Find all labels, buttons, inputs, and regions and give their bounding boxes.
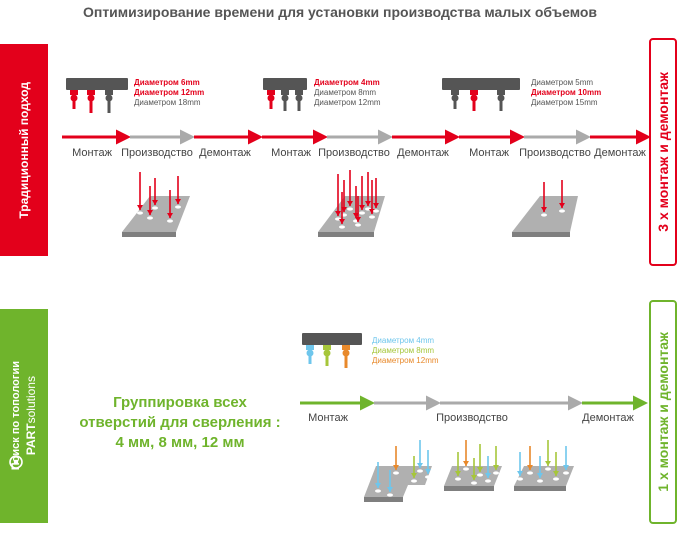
traditional-stage-5: Производство (318, 147, 390, 159)
partsolutions-stage-2: Производство (436, 412, 508, 424)
diameter-3-1: Диаметром 5mm (531, 78, 594, 87)
partsolutions-tool-head (302, 333, 362, 368)
diameter-list-1: Диаметром 6mm Диаметром 12mm Диаметром 1… (134, 78, 204, 108)
workpiece-3 (512, 180, 578, 237)
partsolutions-band: Поиск по топологии PARTsolutions (0, 309, 48, 523)
workpiece-part-2 (444, 440, 502, 491)
tool-head-1 (66, 78, 128, 113)
tool-head-3 (442, 78, 520, 111)
traditional-approach-band: Традиционный подход (0, 44, 48, 256)
workpiece-1 (122, 172, 190, 237)
grouping-text: Группировка всех отверстий для сверления… (60, 393, 300, 453)
traditional-result-box: 3 х монтаж и демонтаж (649, 38, 677, 266)
traditional-stage-2: Производство (121, 147, 193, 159)
page-title: Оптимизирование времени для установки пр… (82, 4, 598, 20)
diameter-part-1: Диаметром 4mm (372, 336, 435, 345)
diameter-2-3: Диаметром 12mm (314, 98, 381, 107)
diameter-part-3: Диаметром 12mm (372, 356, 439, 365)
brand-solutions: solutions (24, 376, 38, 424)
diameter-3-2: Диаметром 10mm (531, 88, 602, 97)
traditional-stage-8: Производство (519, 147, 591, 159)
partsolutions-stage-1: Монтаж (308, 412, 348, 424)
diameter-2-1: Диаметром 4mm (314, 78, 380, 87)
traditional-stage-3: Демонтаж (199, 147, 251, 159)
diameter-list-2: Диаметром 4mm Диаметром 8mm Диаметром 12… (314, 78, 381, 108)
brand-part: PART (24, 423, 38, 456)
partsolutions-result-box: 1 х монтаж и демонтаж (649, 300, 677, 524)
traditional-stage-9: Демонтаж (594, 147, 646, 159)
partsolutions-workpieces (364, 440, 574, 502)
grouping-line-2: отверстий для сверления : (79, 414, 281, 431)
diameter-list-3: Диаметром 5mm Диаметром 10mm Диаметром 1… (531, 78, 601, 108)
traditional-workpieces (122, 170, 578, 237)
diameter-1-3: Диаметром 18mm (134, 98, 201, 107)
diameter-3-3: Диаметром 15mm (531, 98, 598, 107)
traditional-stage-4: Монтаж (271, 147, 311, 159)
workpiece-2 (318, 170, 385, 237)
grouping-line-3: 4 мм, 8 мм, 12 мм (115, 434, 245, 451)
traditional-tool-heads (66, 78, 520, 113)
partsolutions-logo-icon (9, 455, 23, 469)
diameter-2-2: Диаметром 8mm (314, 88, 377, 97)
traditional-approach-label: Традиционный подход (17, 81, 31, 219)
tool-head-2 (263, 78, 307, 111)
diameter-part-2: Диаметром 8mm (372, 346, 435, 355)
partsolutions-stage-3: Демонтаж (582, 412, 634, 424)
traditional-stage-6: Демонтаж (397, 147, 449, 159)
diameter-1-2: Диаметром 12mm (134, 88, 205, 97)
partsolutions-brand: PARTsolutions (24, 376, 38, 455)
traditional-stage-1: Монтаж (72, 147, 112, 159)
diameter-list-part: Диаметром 4mm Диаметром 8mm Диаметром 12… (372, 336, 439, 366)
workpiece-part-3 (514, 440, 574, 491)
tool-head-part (302, 333, 362, 368)
traditional-stage-7: Монтаж (469, 147, 509, 159)
grouping-line-1: Группировка всех (113, 394, 247, 411)
traditional-result-label: 3 х монтаж и демонтаж (655, 72, 671, 232)
workpiece-part-1 (364, 440, 432, 502)
diameter-1-1: Диаметром 6mm (134, 78, 200, 87)
partsolutions-result-label: 1 х монтаж и демонтаж (655, 332, 671, 492)
